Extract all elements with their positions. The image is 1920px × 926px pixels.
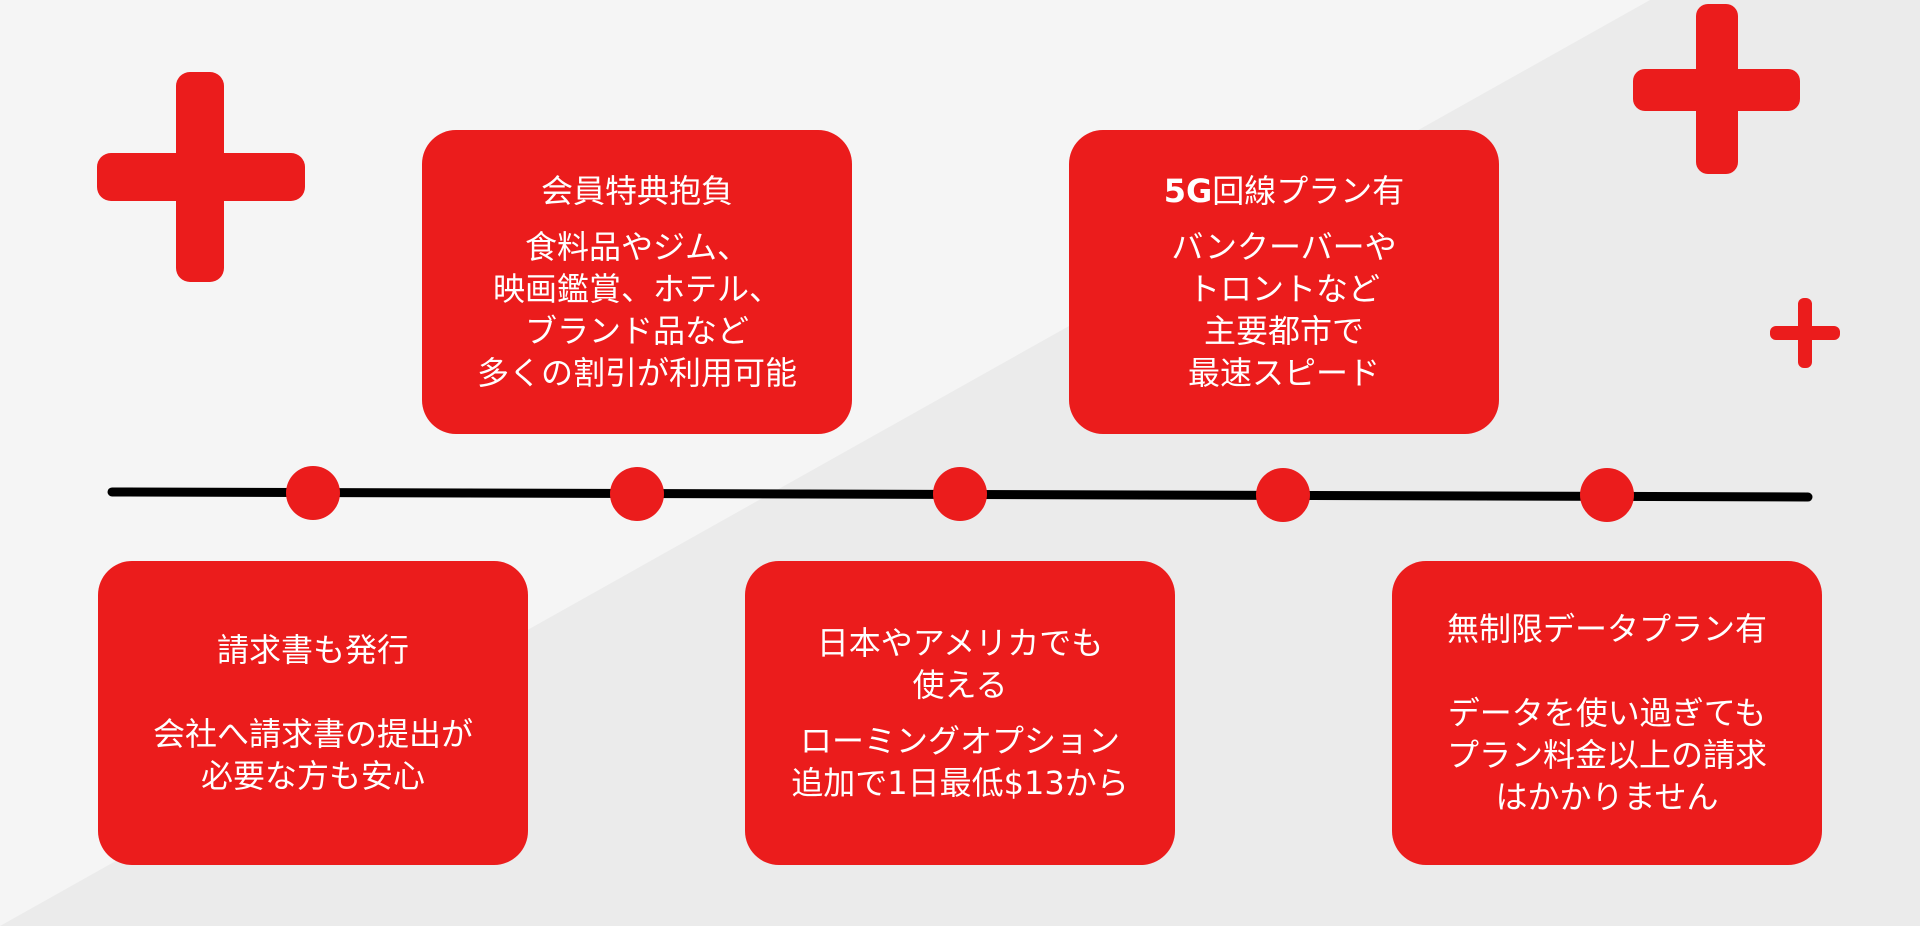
card-5g-plan: 5G回線プラン有 バンクーバーや トロントなど 主要都市で 最速スピード	[1069, 130, 1499, 434]
card-member-benefits-title: 会員特典抱負	[540, 172, 733, 210]
timeline-dot-4	[1256, 468, 1310, 522]
card-unlimited-data: 無制限データプラン有 データを使い過ぎても プラン料金以上の請求 はかかりません	[1392, 561, 1822, 865]
plus-icon-small	[1770, 298, 1840, 368]
timeline-dot-2	[610, 467, 664, 521]
card-billing: 請求書も発行 会社へ請求書の提出が 必要な方も安心	[98, 561, 528, 865]
card-unlimited-data-body: データを使い過ぎても プラン料金以上の請求 はかかりません	[1446, 694, 1767, 816]
card-5g-plan-title-bold: 5G	[1163, 172, 1213, 210]
plus-icon-large-left	[97, 72, 305, 282]
card-billing-body: 会社へ請求書の提出が 必要な方も安心	[152, 715, 473, 795]
card-5g-plan-body: バンクーバーや トロントなど 主要都市で 最速スピード	[1171, 228, 1397, 392]
card-unlimited-data-title: 無制限データプラン有	[1446, 610, 1767, 648]
card-billing-title: 請求書も発行	[216, 631, 409, 669]
card-5g-plan-title: 5G回線プラン有	[1164, 170, 1405, 212]
card-roaming-body: ローミングオプション 追加で1日最低$13から	[791, 722, 1129, 802]
card-member-benefits-body: 食料品やジム、 映画鑑賞、ホテル、 ブランド品など 多くの割引が利用可能	[476, 228, 797, 392]
card-5g-plan-title-rest: 回線プラン有	[1212, 172, 1405, 210]
timeline-dot-5	[1580, 468, 1634, 522]
card-roaming: 日本やアメリカでも 使える ローミングオプション 追加で1日最低$13から	[745, 561, 1175, 865]
card-roaming-title: 日本やアメリカでも 使える	[816, 624, 1104, 704]
timeline-dot-1	[286, 466, 340, 520]
card-member-benefits: 会員特典抱負 食料品やジム、 映画鑑賞、ホテル、 ブランド品など 多くの割引が利…	[422, 130, 852, 434]
plus-icon-large-right	[1633, 4, 1800, 174]
timeline-dot-3	[933, 467, 987, 521]
